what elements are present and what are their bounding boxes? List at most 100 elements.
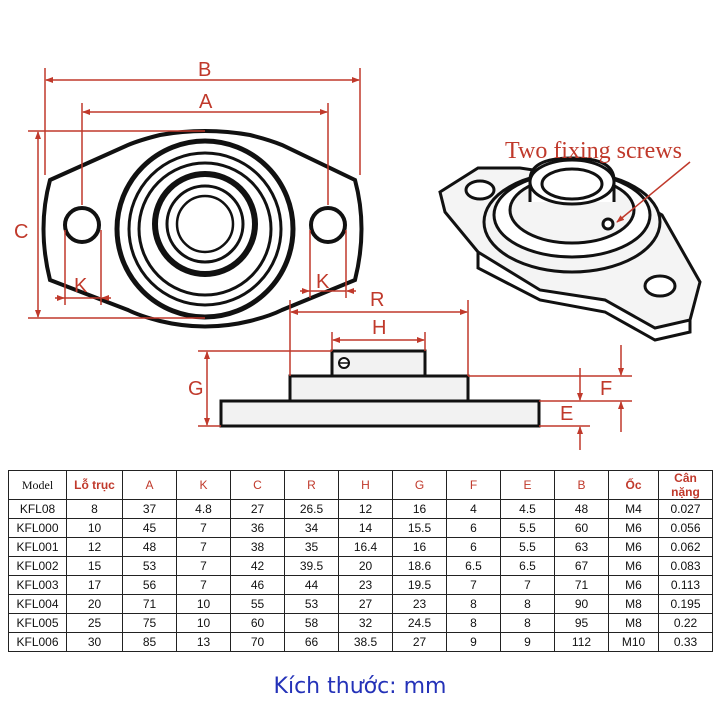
table-cell: 63 <box>554 537 609 557</box>
table-cell: 26.5 <box>284 499 339 519</box>
table-cell: 53 <box>284 594 339 614</box>
technical-drawing: B A C K K Two fixing screws <box>14 59 702 450</box>
header-c: C <box>230 470 285 500</box>
header-b: B <box>554 470 609 500</box>
table-cell: 39.5 <box>284 556 339 576</box>
table-cell: 0.113 <box>658 575 713 595</box>
table-cell: 23 <box>338 575 393 595</box>
table-cell: 32 <box>338 613 393 633</box>
table-cell: 46 <box>230 575 285 595</box>
table-cell: M8 <box>608 594 659 614</box>
table-cell: 37 <box>122 499 177 519</box>
table-cell: 6.5 <box>446 556 501 576</box>
table-cell: 8 <box>500 613 555 633</box>
label-g: G <box>188 378 204 400</box>
label-h: H <box>372 317 386 339</box>
table-cell: M6 <box>608 518 659 538</box>
table-cell: 0.083 <box>658 556 713 576</box>
table-cell: M10 <box>608 632 659 652</box>
table-cell: 7 <box>500 575 555 595</box>
header-h: H <box>338 470 393 500</box>
table-cell: 4.8 <box>176 499 231 519</box>
table-cell-model: KFL002 <box>8 556 67 576</box>
table-cell: 0.027 <box>658 499 713 519</box>
table-cell: 34 <box>284 518 339 538</box>
table-cell: 10 <box>176 594 231 614</box>
table-cell-model: KFL000 <box>8 518 67 538</box>
label-k-right: K <box>316 271 330 293</box>
header-can-nang: Cân nặng <box>658 470 713 500</box>
spec-table-container: Model Lỗ trục A K C R H G F E B Ốc Cân n… <box>8 470 713 652</box>
table-cell: 112 <box>554 632 609 652</box>
table-cell-model: KFL006 <box>8 632 67 652</box>
table-cell: 60 <box>230 613 285 633</box>
table-cell: M6 <box>608 556 659 576</box>
table-cell: 0.33 <box>658 632 713 652</box>
table-cell: 36 <box>230 518 285 538</box>
table-cell: 38 <box>230 537 285 557</box>
table-cell: 13 <box>176 632 231 652</box>
table-cell: 27 <box>230 499 285 519</box>
table-cell-model: KFL001 <box>8 537 67 557</box>
table-cell: 60 <box>554 518 609 538</box>
label-f: F <box>600 378 612 400</box>
table-cell: 90 <box>554 594 609 614</box>
table-cell: 7 <box>176 575 231 595</box>
table-cell: 27 <box>392 632 447 652</box>
table-cell: M8 <box>608 613 659 633</box>
side-view-dimensions <box>198 300 632 450</box>
table-cell: 70 <box>230 632 285 652</box>
table-cell: 75 <box>122 613 177 633</box>
label-e: E <box>560 403 573 425</box>
table-cell: 7 <box>176 537 231 557</box>
table-cell: 9 <box>446 632 501 652</box>
table-cell: 71 <box>122 594 177 614</box>
side-view <box>219 349 541 428</box>
label-r: R <box>370 289 384 311</box>
header-a: A <box>122 470 177 500</box>
table-cell: M4 <box>608 499 659 519</box>
table-cell: 24.5 <box>392 613 447 633</box>
header-lo-truc: Lỗ trục <box>66 470 123 500</box>
label-a: A <box>199 91 213 113</box>
table-cell: 58 <box>284 613 339 633</box>
table-cell: 15 <box>66 556 123 576</box>
table-cell: 8 <box>446 594 501 614</box>
table-header-row: Model Lỗ trục A K C R H G F E B Ốc Cân n… <box>8 470 713 500</box>
units-note: Kích thước: mm <box>273 674 447 699</box>
table-cell: 8 <box>500 594 555 614</box>
table-cell: 45 <box>122 518 177 538</box>
table-cell: 30 <box>66 632 123 652</box>
table-cell: 4 <box>446 499 501 519</box>
isometric-view <box>438 156 702 342</box>
table-cell: 17 <box>66 575 123 595</box>
table-cell: 5.5 <box>500 537 555 557</box>
table-cell: 5.5 <box>500 518 555 538</box>
front-view-dimensions <box>28 68 361 319</box>
table-cell: 7 <box>446 575 501 595</box>
table-cell: 16.4 <box>338 537 393 557</box>
header-g: G <box>392 470 447 500</box>
header-k: K <box>176 470 231 500</box>
table-cell: 19.5 <box>392 575 447 595</box>
table-cell: 0.22 <box>658 613 713 633</box>
table-cell: 38.5 <box>338 632 393 652</box>
table-cell: 48 <box>554 499 609 519</box>
table-cell: 23 <box>392 594 447 614</box>
table-cell: 6 <box>446 537 501 557</box>
table-cell: 15.5 <box>392 518 447 538</box>
table-cell: 8 <box>66 499 123 519</box>
front-view <box>41 129 364 329</box>
table-cell: 6.5 <box>500 556 555 576</box>
table-cell: 53 <box>122 556 177 576</box>
table-cell: 9 <box>500 632 555 652</box>
table-cell: 4.5 <box>500 499 555 519</box>
table-cell: 71 <box>554 575 609 595</box>
label-b: B <box>198 59 211 81</box>
spec-table: Model Lỗ trục A K C R H G F E B Ốc Cân n… <box>8 470 713 652</box>
